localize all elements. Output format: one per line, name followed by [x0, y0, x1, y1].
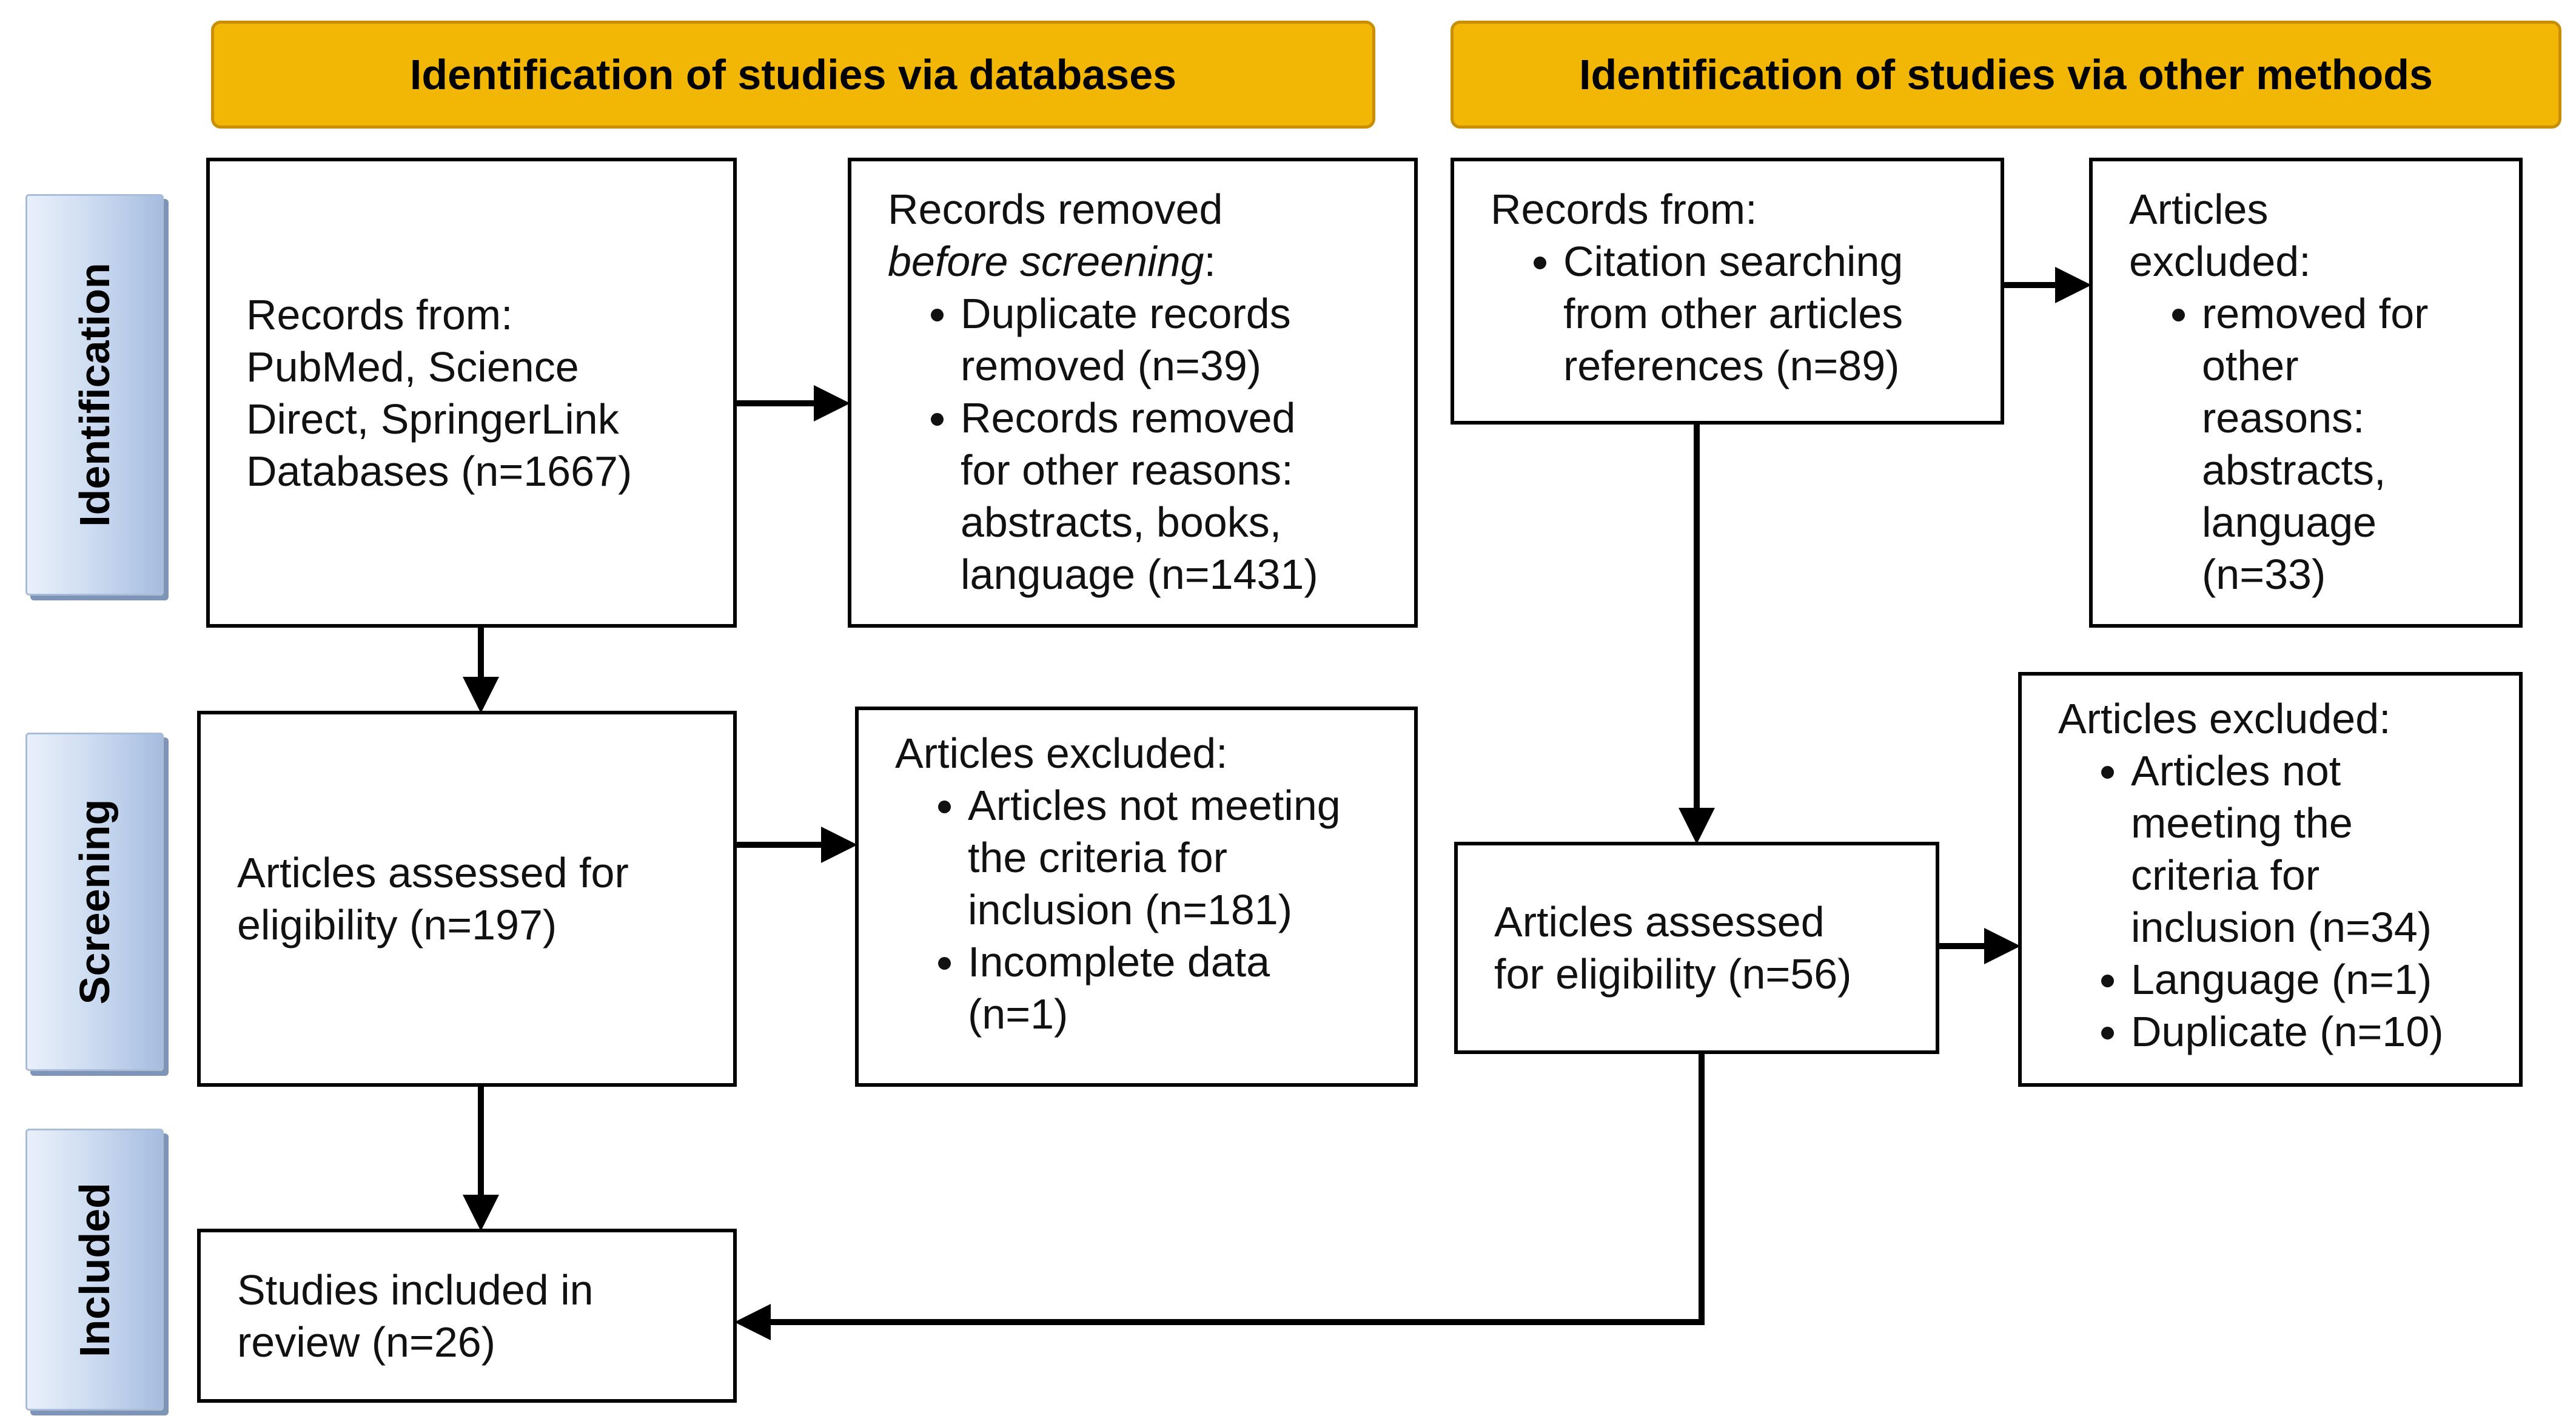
studies-included-text: Studies included in review (n=26) [237, 1264, 594, 1368]
text-line: inclusion (n=34) [2131, 904, 2432, 951]
text-line: removed (n=39) [961, 342, 1262, 389]
text-line: Language (n=1) [2131, 956, 2432, 1003]
records-from-other-title: Records from: [1491, 186, 1757, 233]
text-line: review (n=26) [237, 1318, 496, 1366]
box-articles-excluded-left: Articles excluded: Articles not meeting … [855, 707, 1418, 1087]
text-line: language (n=1431) [961, 551, 1318, 598]
phase-screening: Screening [25, 733, 164, 1071]
text-line: removed for [2202, 290, 2429, 337]
list-item: Language (n=1) [2131, 953, 2483, 1006]
text-line: abstracts, books, [961, 499, 1282, 546]
box-records-from-other: Records from: Citation searching from ot… [1451, 158, 2004, 425]
list-item: Duplicate (n=10) [2131, 1006, 2483, 1058]
articles-excluded-left-title: Articles excluded: [895, 730, 1228, 777]
articles-assessed-left-text: Articles assessed for eligibility (n=197… [237, 847, 629, 951]
articles-assessed-right-text: Articles assessed for eligibility (n=56) [1494, 896, 1851, 1000]
text-line: Articles assessed for [237, 849, 629, 896]
text-line: Articles not [2131, 747, 2341, 794]
box-records-removed: Records removed before screening: Duplic… [848, 158, 1418, 628]
text-line: from other articles [1563, 290, 1903, 337]
articles-excluded-bottom-right-title: Articles excluded: [2058, 695, 2391, 742]
text-line: Duplicate records [961, 290, 1291, 337]
box-records-from-databases: Records from: PubMed, Science Direct, Sp… [206, 158, 737, 628]
list-item: Duplicate records removed (n=39) [961, 287, 1378, 392]
text-line: other [2202, 342, 2299, 389]
text-line: inclusion (n=181) [968, 886, 1293, 933]
box-articles-assessed-left: Articles assessed for eligibility (n=197… [197, 711, 737, 1087]
text-line: references (n=89) [1563, 342, 1900, 389]
text-line: Duplicate (n=10) [2131, 1008, 2444, 1055]
articles-excluded-left-list: Articles not meeting the criteria for in… [895, 779, 1378, 1040]
box-articles-excluded-bottom-right: Articles excluded: Articles not meeting … [2018, 672, 2523, 1087]
list-item: Incomplete data (n=1) [968, 936, 1378, 1040]
articles-excluded-top-right-list: removed for other reasons: abstracts, la… [2129, 287, 2483, 600]
records-from-databases-text: Records from: PubMed, Science Direct, Sp… [246, 289, 632, 497]
text-line: Direct, SpringerLink [246, 395, 619, 443]
phase-identification: Identification [25, 194, 164, 596]
text-line: excluded: [2129, 238, 2311, 285]
text-line: (n=1) [968, 990, 1068, 1038]
header-databases: Identification of studies via databases [211, 21, 1375, 129]
text-line: for other reasons: [961, 446, 1293, 494]
records-from-other-list: Citation searching from other articles r… [1491, 235, 1964, 392]
list-item: removed for other reasons: abstracts, la… [2202, 287, 2483, 600]
text-line: the criteria for [968, 834, 1227, 881]
text-line: criteria for [2131, 851, 2320, 899]
box-studies-included: Studies included in review (n=26) [197, 1229, 737, 1403]
articles-excluded-top-right-title: Articles excluded: [2129, 183, 2483, 287]
box-articles-assessed-right: Articles assessed for eligibility (n=56) [1454, 842, 1939, 1054]
text-line: abstracts, [2202, 446, 2386, 494]
italic-text: before screening [888, 238, 1204, 285]
list-item: Records removed for other reasons: abstr… [961, 392, 1378, 600]
text-line: Studies included in [237, 1266, 594, 1314]
arrow-assessed-right-to-included [734, 1054, 1705, 1340]
phase-included: Included [25, 1129, 164, 1411]
list-item: Citation searching from other articles r… [1563, 235, 1964, 392]
text-line: Incomplete data [968, 938, 1270, 985]
text-line: Citation searching [1563, 238, 1903, 285]
text-line: before screening: [888, 235, 1378, 287]
list-item: Articles not meeting the criteria for in… [2131, 745, 2483, 953]
text-suffix: : [1204, 238, 1216, 285]
box-articles-excluded-top-right: Articles excluded: removed for other rea… [2089, 158, 2523, 628]
text-line: Records removed [961, 394, 1296, 442]
text-line: language [2202, 499, 2377, 546]
text-line: eligibility (n=197) [237, 901, 557, 949]
text-line: for eligibility (n=56) [1494, 950, 1852, 998]
text-line: Articles [2129, 186, 2269, 233]
text-line: (n=33) [2202, 551, 2326, 598]
articles-excluded-bottom-right-list: Articles not meeting the criteria for in… [2058, 745, 2483, 1058]
list-item: Articles not meeting the criteria for in… [968, 779, 1378, 936]
text-line: meeting the [2131, 799, 2353, 847]
text-line: Articles assessed [1494, 898, 1825, 945]
header-other-methods: Identification of studies via other meth… [1451, 21, 2561, 129]
records-removed-list: Duplicate records removed (n=39) Records… [888, 287, 1378, 600]
records-removed-title: Records removed before screening: [888, 183, 1378, 287]
text-line: Articles not meeting [968, 782, 1341, 829]
text-line: Records from: [246, 290, 513, 338]
text-line: Databases (n=1667) [246, 447, 632, 495]
text-line: Records removed [888, 186, 1223, 233]
text-line: PubMed, Science [246, 343, 579, 391]
text-line: reasons: [2202, 394, 2365, 442]
